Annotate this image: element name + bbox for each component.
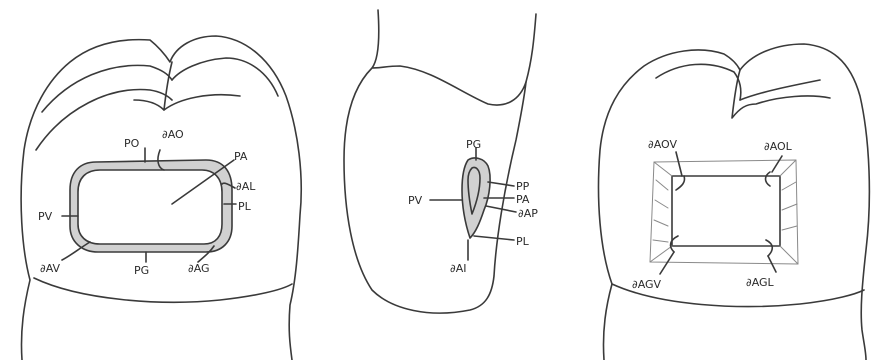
label-aai: ∂AI [450,262,466,275]
tooth-2-outline [344,10,526,313]
tooth-1-cervical-line [34,278,292,302]
leader-aagv [660,252,674,274]
tooth-3-wall-left-hatch [653,180,668,242]
tooth-3-wall-right-hatch [782,182,797,230]
drawing-2: PG PV PP PA ∂AP PL ∂AI [344,10,538,313]
label-aav: ∂AV [40,262,61,275]
label-aagl: ∂AGL [746,276,775,289]
leader-aav [62,242,90,260]
tooth-2-root-edge [526,14,536,82]
hook-aaov [676,176,685,190]
tooth-3-box-inner [672,176,780,246]
label-pl-2: PL [516,235,530,248]
tooth-3-wall-br [780,246,798,264]
leader-aaov [676,152,682,176]
label-aagv: ∂AGV [632,278,662,291]
leader-pl-2 [474,236,514,240]
label-pg-2: PG [466,138,481,151]
tooth-1-cusp-ridge-2 [36,90,172,150]
tooth-1-cavity-outer [70,160,232,252]
label-aaov: ∂AOV [648,138,677,151]
tooth-1-cavity-wall [70,160,232,252]
hook-aaol [766,172,771,186]
tooth-3-groove [732,70,830,118]
label-pv: PV [38,210,53,223]
leader-aaol [772,156,782,172]
label-aap: ∂AP [518,207,538,220]
tooth-1-groove-2 [172,58,278,96]
label-pp: PP [516,180,530,193]
tooth-3-outline [599,44,870,360]
label-pa: PA [234,150,248,163]
tooth-1-outline [21,36,301,360]
label-aaol: ∂AOL [764,140,793,153]
drawing-3: ∂AOV ∂AOL ∂AGV ∂AGL [599,44,870,360]
label-aal: ∂AL [236,180,256,193]
leader-pp [488,182,514,186]
label-aag: ∂AG [188,262,210,275]
label-pg: PG [134,264,149,277]
tooth-3-cusp-ridge [656,64,741,100]
label-po: PO [124,137,140,150]
tooth-3-wall-tl [654,162,672,176]
label-pa-2: PA [516,193,530,206]
tooth-1-cavity-inner [78,170,222,244]
hook-aagl [766,240,772,256]
label-pv-2: PV [408,194,423,207]
tooth-1-groove [134,62,172,110]
tooth-1-groove-3 [164,95,240,110]
tooth-1-cusp-ridge-1 [42,65,172,112]
drawing-1: PO ∂AO PA ∂AL PL PV ∂AV PG ∂AG [21,36,301,360]
tooth-3-groove-2 [740,80,820,100]
label-aao: ∂AO [162,128,184,141]
tooth-3-wall-tr [780,160,796,176]
label-pl: PL [238,200,252,213]
